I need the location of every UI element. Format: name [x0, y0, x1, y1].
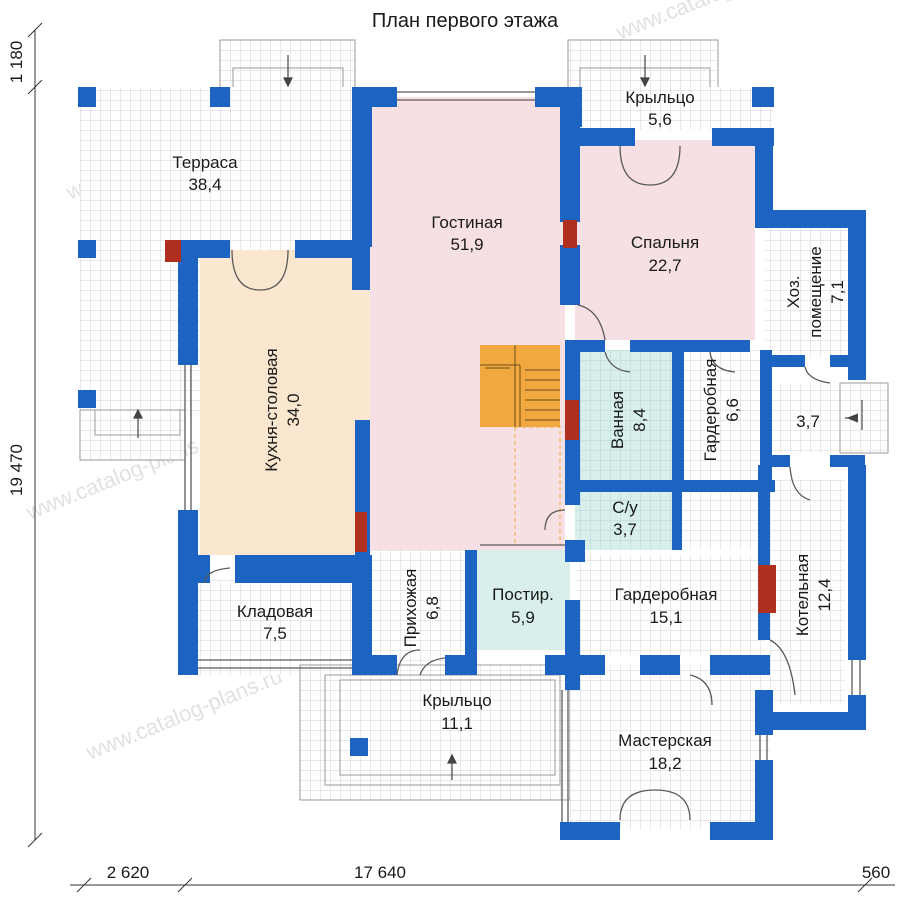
hall-name: Прихожая	[401, 569, 420, 648]
bath-name: Ванная	[608, 391, 627, 449]
wardrobe-small-name: Гардеробная	[701, 359, 720, 462]
svg-text:www.catalog-plans.ru: www.catalog-plans.ru	[82, 663, 286, 765]
chimneys	[165, 220, 776, 613]
wardrobe-small-area: 6,6	[723, 398, 742, 422]
boiler-name: Котельная	[793, 554, 812, 636]
dim-bottom-right: 560	[862, 863, 890, 882]
workshop-area: 18,2	[648, 754, 681, 773]
entry-arrows	[133, 55, 863, 780]
dim-bottom-left: 2 620	[107, 863, 150, 882]
thin-lines	[184, 91, 861, 822]
porch-top-area: 5,6	[648, 110, 672, 129]
workshop-name: Мастерская	[618, 731, 712, 750]
stair-steps	[480, 345, 560, 427]
living-area: 51,9	[450, 235, 483, 254]
vestibule-area: 3,7	[796, 412, 820, 431]
dim-left: 19 470	[7, 444, 26, 496]
kitchen-floor	[200, 250, 370, 555]
porch-bottom-name: Крыльцо	[422, 691, 491, 710]
dim-top-left: 1 180	[7, 41, 26, 84]
utility-area: 7,1	[828, 280, 847, 304]
kitchen-area: 34,0	[284, 393, 303, 426]
pantry-name: Кладовая	[237, 602, 313, 621]
wardrobe-big-area: 15,1	[649, 608, 682, 627]
boiler-area: 12,4	[815, 578, 834, 611]
living-name: Гостиная	[431, 213, 502, 232]
porch-bottom-area: 11,1	[441, 714, 473, 733]
dim-bottom-middle: 17 640	[354, 863, 406, 882]
bedroom-name: Спальня	[631, 233, 699, 252]
utility-name-2: помещение	[806, 246, 825, 337]
svg-text:www.catalog-plans.ru: www.catalog-plans.ru	[612, 0, 816, 45]
wardrobe-big-name: Гардеробная	[615, 585, 718, 604]
dimension-lines	[27, 22, 895, 893]
page-title: План первого этажа	[372, 10, 559, 32]
bath-area: 8,4	[630, 408, 649, 432]
wc-name: С/у	[612, 498, 638, 517]
postir-area: 5,9	[511, 608, 535, 627]
kitchen-name: Кухня-столовая	[262, 348, 281, 471]
wc-area: 3,7	[613, 520, 637, 539]
postir-name: Постир.	[492, 585, 554, 604]
terrace-name: Терраса	[172, 153, 238, 172]
porch-top-name: Крыльцо	[625, 88, 694, 107]
bedroom-floor	[575, 140, 755, 340]
utility-name-1: Хоз.	[784, 276, 803, 309]
room-labels: Терраса 38,4 Гостиная 51,9 Крыльцо 5,6 С…	[172, 88, 847, 773]
bedroom-area: 22,7	[648, 256, 681, 275]
hall-area: 6,8	[423, 596, 442, 620]
walls	[78, 87, 866, 840]
pantry-area: 7,5	[263, 624, 287, 643]
terrace-area: 38,4	[188, 175, 221, 194]
